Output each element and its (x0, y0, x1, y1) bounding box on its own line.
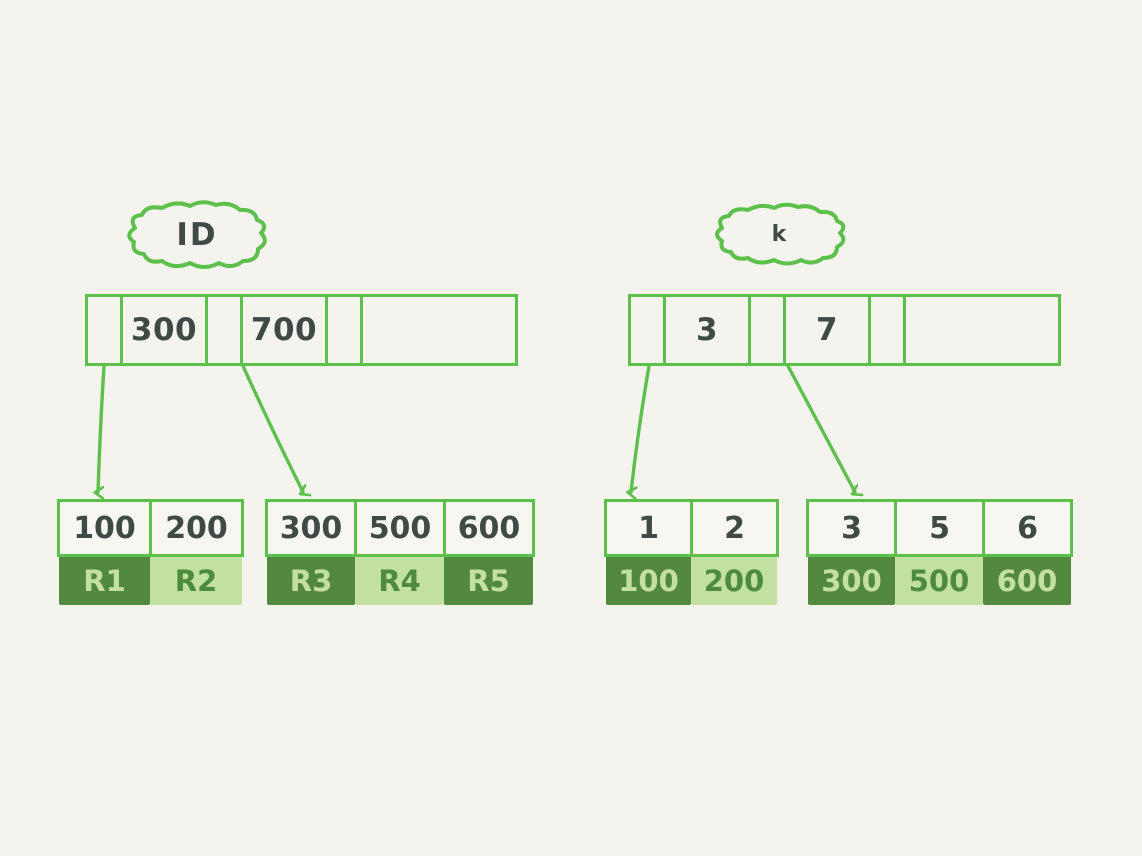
leaf-id-left-key-row: 100 200 (57, 499, 244, 557)
arrow-id-root-to-leaf2 (241, 364, 303, 492)
root-node-id[interactable]: 300 700 (85, 294, 518, 366)
cloud-label-id-text: ID (176, 217, 218, 253)
cloud-label-id: ID (124, 199, 270, 271)
leaf-node-id-left[interactable]: 100 200 R1 R2 (57, 499, 244, 605)
root-k-key-1[interactable]: 7 (783, 294, 871, 366)
leaf-id-left-key-0[interactable]: 100 (57, 499, 152, 557)
root-id-pointer-1[interactable] (205, 294, 243, 366)
root-k-pointer-0[interactable] (628, 294, 666, 366)
leaf-k-right-key-0[interactable]: 3 (806, 499, 897, 557)
root-k-pointer-2[interactable] (868, 294, 906, 366)
leaf-k-right-key-2[interactable]: 6 (982, 499, 1073, 557)
leaf-id-right-key-0[interactable]: 300 (265, 499, 357, 557)
leaf-node-id-right[interactable]: 300 500 600 R3 R4 R5 (265, 499, 535, 605)
leaf-id-right-key-row: 300 500 600 (265, 499, 535, 557)
leaf-node-k-right[interactable]: 3 5 6 300 500 600 (806, 499, 1073, 605)
root-id-pointer-0[interactable] (85, 294, 123, 366)
cloud-label-k-text: k (771, 221, 789, 247)
cloud-shape (715, 202, 846, 266)
root-id-key-empty[interactable] (360, 294, 518, 366)
leaf-id-left-value-0[interactable]: R1 (59, 556, 150, 605)
leaf-id-left-value-row: R1 R2 (59, 556, 244, 605)
root-id-key-1[interactable]: 700 (240, 294, 328, 366)
leaf-node-k-left[interactable]: 1 2 100 200 (604, 499, 779, 605)
root-id-pointer-2[interactable] (325, 294, 363, 366)
leaf-k-left-value-row: 100 200 (606, 556, 779, 605)
leaf-k-right-value-1[interactable]: 500 (895, 556, 983, 605)
root-k-key-0[interactable]: 3 (663, 294, 751, 366)
leaf-k-right-value-row: 300 500 600 (808, 556, 1073, 605)
leaf-k-right-value-2[interactable]: 600 (983, 556, 1071, 605)
leaf-id-right-key-1[interactable]: 500 (354, 499, 446, 557)
leaf-k-left-value-0[interactable]: 100 (606, 556, 691, 605)
root-node-k[interactable]: 3 7 (628, 294, 1061, 366)
leaf-id-right-value-1[interactable]: R4 (355, 556, 444, 605)
leaf-k-left-key-0[interactable]: 1 (604, 499, 693, 557)
cloud-shape (127, 200, 267, 269)
leaf-k-right-key-row: 3 5 6 (806, 499, 1073, 557)
leaf-k-left-key-row: 1 2 (604, 499, 779, 557)
arrow-k-root-to-leaf1 (631, 364, 651, 492)
leaf-k-right-value-0[interactable]: 300 (808, 556, 895, 605)
leaf-id-right-value-2[interactable]: R5 (444, 556, 533, 605)
cloud-label-k: k (712, 202, 848, 266)
arrow-id-root-to-leaf1 (98, 364, 106, 492)
leaf-id-right-value-row: R3 R4 R5 (267, 556, 535, 605)
root-k-key-empty[interactable] (903, 294, 1061, 366)
leaf-k-left-value-1[interactable]: 200 (691, 556, 777, 605)
root-id-key-0[interactable]: 300 (120, 294, 208, 366)
leaf-id-left-key-1[interactable]: 200 (149, 499, 244, 557)
leaf-id-right-value-0[interactable]: R3 (267, 556, 355, 605)
leaf-k-left-key-1[interactable]: 2 (690, 499, 779, 557)
root-k-pointer-1[interactable] (748, 294, 786, 366)
leaf-id-right-key-2[interactable]: 600 (443, 499, 535, 557)
arrow-k-root-to-leaf2 (786, 364, 855, 492)
leaf-id-left-value-1[interactable]: R2 (150, 556, 242, 605)
leaf-k-right-key-1[interactable]: 5 (894, 499, 985, 557)
